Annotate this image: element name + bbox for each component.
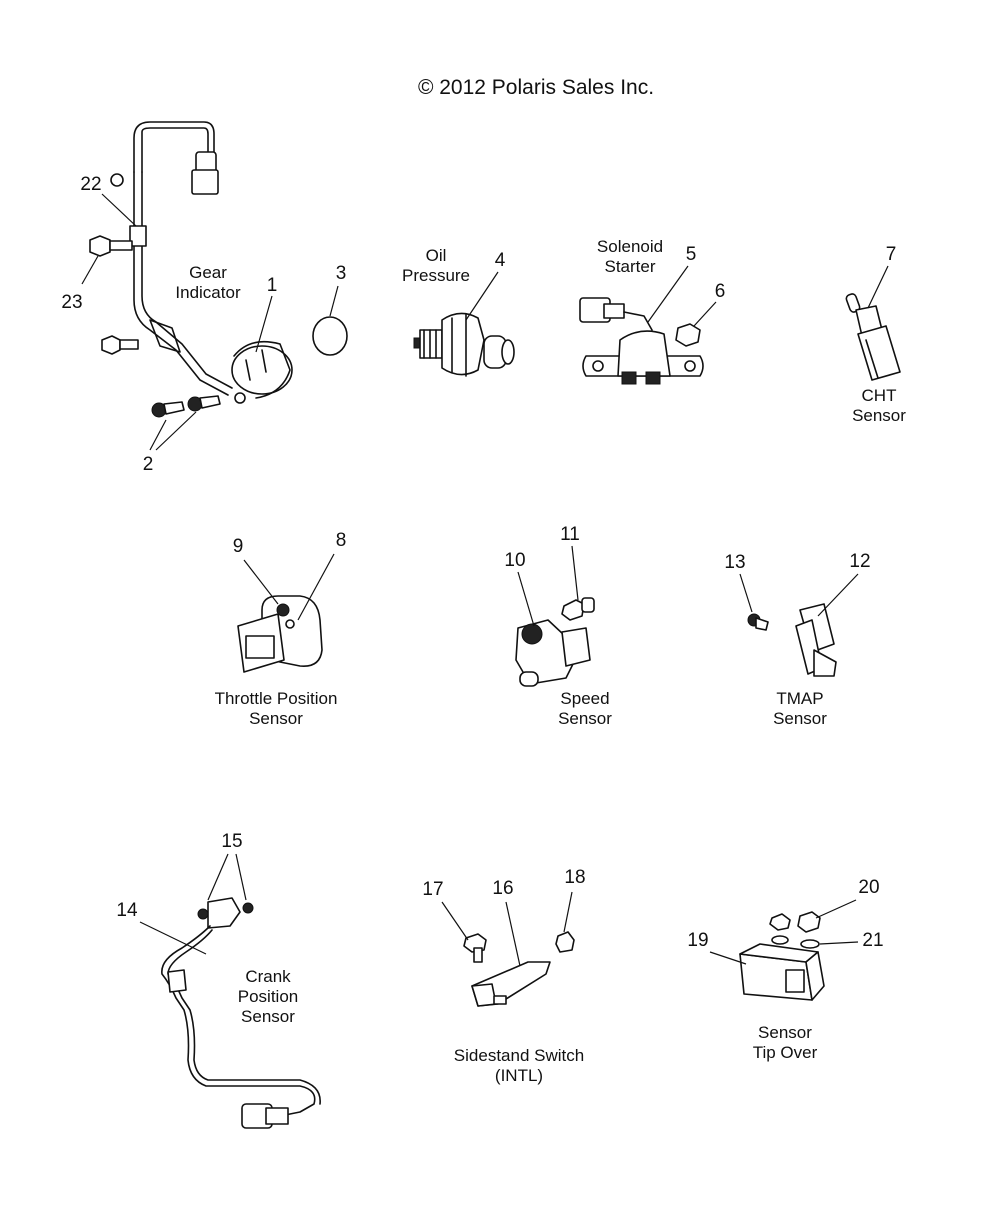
- callout-1: 1: [266, 275, 278, 296]
- callout-6: 6: [714, 281, 726, 302]
- screw-13: [747, 613, 769, 631]
- cht-sensor: [845, 293, 901, 381]
- callout-8: 8: [335, 530, 347, 551]
- speed-sensor: [515, 619, 591, 687]
- screw-17: [463, 933, 487, 963]
- callout-16: 16: [492, 878, 514, 899]
- callout-15: 15: [221, 831, 243, 852]
- copyright-notice: © 2012 Polaris Sales Inc.: [417, 76, 655, 99]
- callout-22: 22: [80, 174, 102, 195]
- bolt-11: [561, 597, 595, 621]
- callout-14: 14: [116, 900, 138, 921]
- gear-indicator-sensor: [231, 340, 293, 404]
- bolt-23: [89, 235, 133, 257]
- washer-21: [800, 939, 820, 949]
- leader-lines: [81, 193, 889, 967]
- nut-20: [769, 911, 821, 945]
- callout-17: 17: [422, 879, 444, 900]
- callout-10: 10: [504, 550, 526, 571]
- callout-13: 13: [724, 552, 746, 573]
- sidestand-switch: [471, 961, 551, 1007]
- callout-7: 7: [885, 244, 897, 265]
- o-ring: [312, 316, 348, 356]
- crank-position-sensor: [161, 897, 321, 1129]
- throttle-position-sensor: [237, 595, 323, 673]
- callout-5: 5: [685, 244, 697, 265]
- screws-2: [151, 395, 221, 418]
- label-sidestand-switch: Sidestand Switch(INTL): [453, 1046, 585, 1085]
- callout-12: 12: [849, 551, 871, 572]
- oil-pressure-switch: [413, 312, 515, 377]
- tip-over-sensor: [739, 943, 825, 1001]
- callout-20: 20: [858, 877, 880, 898]
- callout-23: 23: [61, 292, 83, 313]
- plug-18: [555, 931, 575, 953]
- callout-21: 21: [862, 930, 884, 951]
- gear-indicator-harness: [110, 121, 233, 396]
- starter-solenoid: [579, 297, 704, 385]
- callout-4: 4: [494, 250, 506, 271]
- tmap-sensor: [795, 603, 837, 677]
- callout-2: 2: [142, 454, 154, 475]
- nut-6: [675, 323, 701, 347]
- bolt-left: [101, 335, 139, 355]
- callout-3: 3: [335, 263, 347, 284]
- callout-9: 9: [232, 536, 244, 557]
- callout-11: 11: [560, 524, 580, 545]
- callout-19: 19: [687, 930, 709, 951]
- callout-18: 18: [564, 867, 586, 888]
